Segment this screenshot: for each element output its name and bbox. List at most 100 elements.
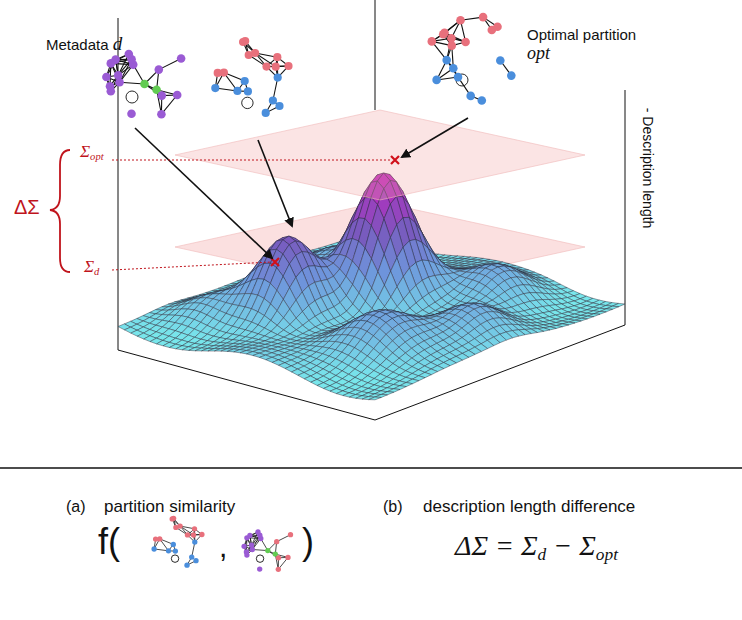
panel-tag: (a) — [66, 498, 86, 516]
surface-mesh — [118, 173, 625, 400]
self-loop — [171, 555, 178, 562]
network-vertex — [115, 78, 124, 87]
network-vertex — [192, 539, 197, 544]
brace — [50, 150, 70, 272]
panel-tag: (b) — [383, 498, 403, 516]
network-vertex — [140, 80, 149, 89]
network-vertex — [478, 96, 487, 105]
network-vertex — [442, 56, 451, 65]
network-vertex — [185, 532, 190, 537]
network-vertex — [153, 536, 158, 541]
axes — [118, 0, 625, 350]
label-text: (a) — [66, 498, 86, 515]
level-plane-sheet — [175, 110, 585, 200]
network-vertex — [114, 71, 123, 80]
network — [241, 529, 293, 572]
network-vertex — [262, 109, 270, 117]
network-vertex — [507, 71, 516, 80]
network-vertex — [493, 22, 502, 31]
network — [151, 516, 204, 568]
label-text: Σ — [84, 257, 94, 276]
label-text: d — [538, 545, 547, 564]
axis-label: - Description length — [640, 108, 656, 229]
label-text: (b) — [383, 498, 403, 515]
network-vertex — [251, 49, 259, 57]
label-text: Metadata — [46, 36, 109, 53]
mesh-cell — [369, 397, 382, 400]
label-text: f( — [98, 521, 120, 562]
network-vertex — [177, 523, 182, 528]
network-vertex — [439, 30, 448, 39]
sigma-d: Σd — [84, 257, 99, 278]
network-vertex — [288, 532, 293, 537]
network-vertex — [447, 34, 456, 43]
peak-markers — [271, 156, 399, 266]
label-text: opt — [527, 43, 550, 63]
network-vertex — [244, 552, 249, 557]
network-vertex — [456, 16, 465, 25]
network-vertex — [199, 532, 204, 537]
function-open: f( — [98, 521, 120, 562]
network-vertex — [284, 62, 292, 70]
network-vertex — [432, 76, 441, 85]
label-text: partition similarity — [104, 497, 235, 516]
divider — [0, 467, 742, 469]
network-vertex — [211, 84, 219, 92]
panel-title: description length difference — [423, 497, 635, 517]
network-vertex — [173, 548, 178, 553]
network-vertex — [275, 102, 283, 110]
network-vertex — [276, 567, 281, 572]
label-text: opt — [596, 545, 618, 564]
panel-title: partition similarity — [104, 497, 235, 517]
network-vertex — [158, 91, 167, 100]
network-vertex — [272, 63, 280, 71]
optimal-label: Optimal partition opt — [527, 26, 637, 64]
self-loop — [256, 555, 263, 562]
pointer-arrows — [135, 118, 468, 258]
network-vertex — [496, 56, 505, 65]
label-text: description length difference — [423, 497, 635, 516]
network-vertex — [166, 548, 171, 553]
label-text: - Description length — [640, 108, 656, 229]
network-vertex — [157, 110, 166, 119]
network-vertex — [244, 535, 249, 540]
network-vertex — [262, 63, 270, 71]
network-vertex — [171, 516, 176, 521]
network-vertex — [214, 69, 222, 77]
network-vertex — [448, 41, 457, 50]
self-loop — [242, 97, 253, 108]
label-text: ΔΣ = Σ — [455, 530, 538, 561]
network-vertex — [171, 542, 176, 547]
network-vertex — [193, 558, 198, 563]
label-text: , — [219, 530, 227, 563]
network-vertex — [274, 539, 279, 544]
formula: ΔΣ = Σd − Σopt — [455, 530, 618, 565]
level-plane — [175, 110, 585, 200]
network — [211, 37, 292, 117]
network-vertex — [466, 92, 475, 101]
label-text: ΔΣ — [14, 196, 40, 218]
network-vertex — [244, 87, 252, 95]
network-vertex — [189, 554, 194, 559]
network-vertex — [184, 563, 189, 568]
label-text: opt — [90, 151, 103, 162]
comma: , — [219, 530, 227, 565]
network-vertex — [155, 65, 164, 74]
network-vertex — [191, 532, 196, 537]
delta-sigma: ΔΣ — [14, 196, 40, 219]
network-vertex — [285, 555, 290, 560]
network-vertex — [269, 96, 277, 104]
label-text: d — [94, 266, 99, 277]
network-vertex — [250, 547, 255, 552]
peak-x — [391, 156, 399, 164]
network-vertex — [255, 529, 260, 534]
network-vertex — [241, 77, 249, 85]
network-vertex — [107, 87, 116, 96]
network-vertex — [479, 13, 488, 22]
self-loop — [126, 91, 138, 103]
label-text: − Σ — [553, 530, 596, 561]
network-vertex — [454, 73, 463, 82]
label-text: Σ — [80, 142, 90, 161]
network-vertex — [273, 53, 281, 61]
network-vertex — [107, 59, 116, 68]
